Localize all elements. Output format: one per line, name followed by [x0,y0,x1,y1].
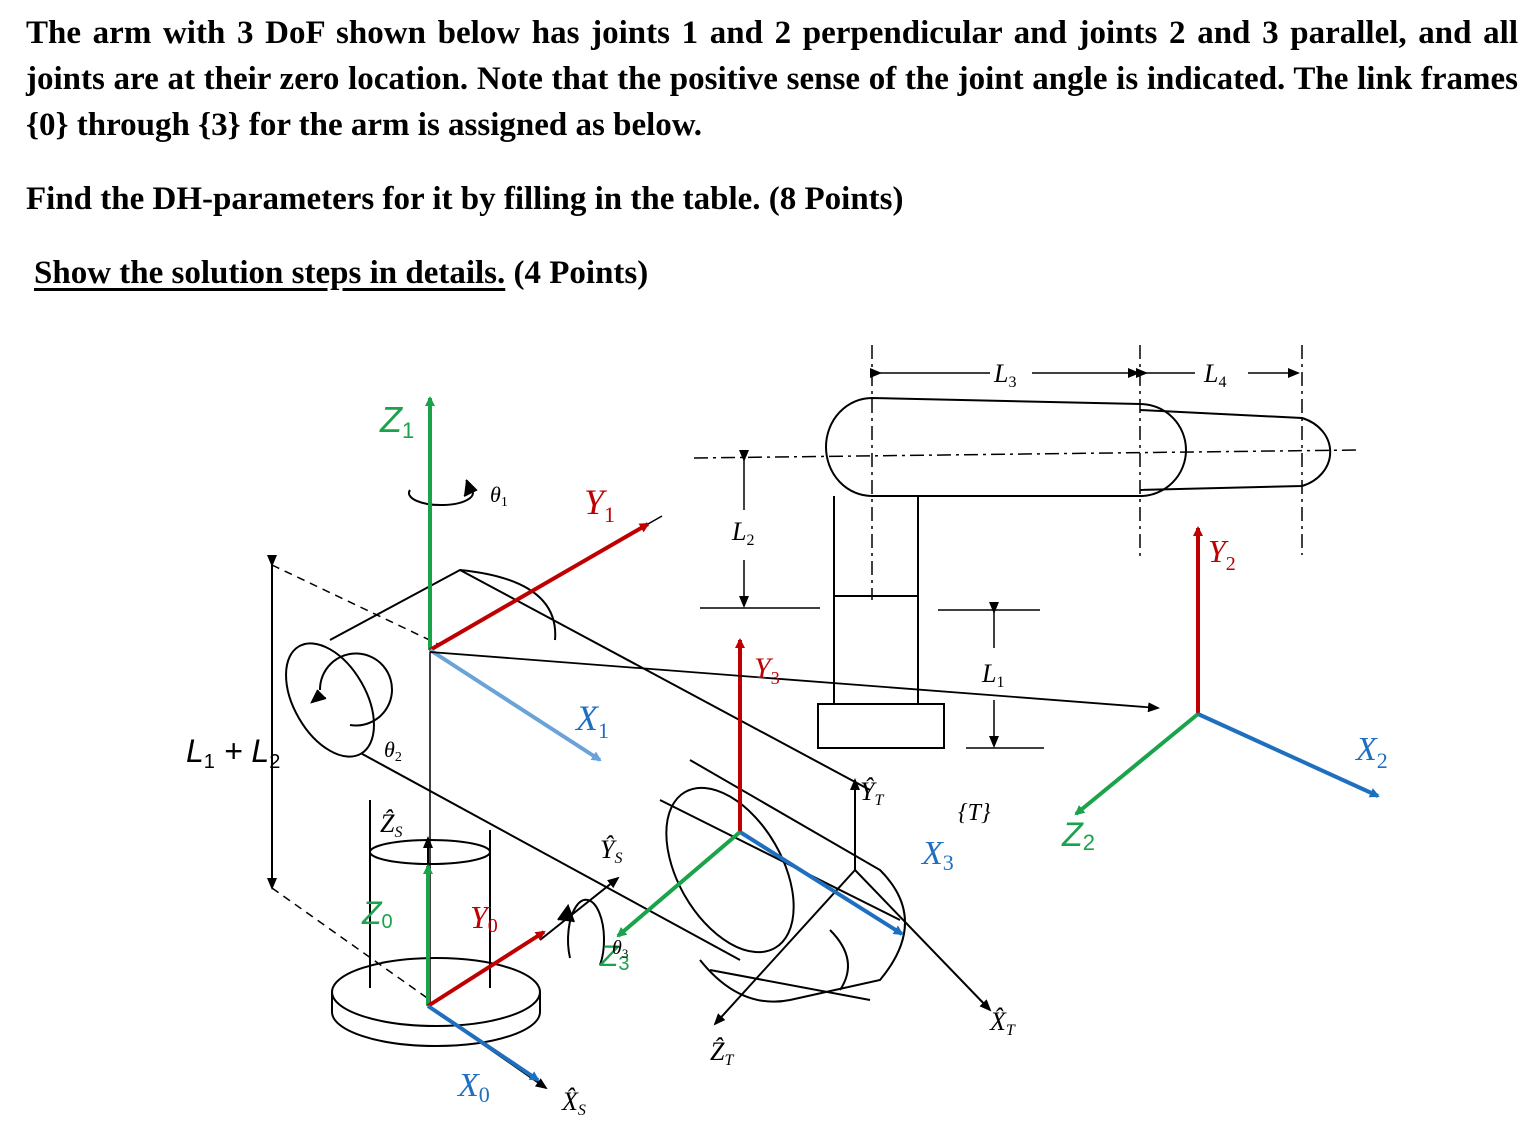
x1-axis [428,648,602,762]
label-y3: Y3 [754,652,780,688]
frame-2-axes [1074,526,1380,816]
label-ys: ŶS [600,835,622,867]
label-x1: X1 [574,698,609,743]
frame-2-pointer-arrow [429,651,1160,713]
label-z1: Z1 [379,399,414,443]
frame-1-axes [425,396,663,762]
label-yt: ŶT [860,777,884,809]
frame-3-axes [616,638,904,938]
label-theta1: θ1 [490,482,508,510]
x3-axis [738,830,904,936]
label-y1: Y1 [584,482,615,527]
steps-underlined: Show the solution steps in details. [34,255,506,291]
question-intro: The arm with 3 DoF shown below has joint… [26,15,1518,143]
frame-t-axes [713,778,992,1026]
label-xt: X̂T [989,1007,1016,1039]
dimension-l1-l2 [267,555,441,1001]
label-y0: Y0 [470,899,498,937]
frame-0-axes [423,864,546,1082]
label-z2: Z2 [1061,816,1095,855]
label-l4: L4 [1203,359,1226,391]
label-zt: ẐT [710,1037,734,1069]
side-view-line-art [817,396,1332,749]
question-steps: Show the solution steps in details. (4 P… [34,250,1526,296]
y1-axis [428,522,650,652]
label-x3: X3 [920,835,954,875]
label-theta2: θ2 [384,737,402,765]
label-y2: Y2 [1208,533,1236,575]
label-frame-t: {T} [958,800,991,826]
label-l3: L3 [993,359,1016,391]
label-l1: L1 [981,659,1004,691]
label-xs: X̂S [561,1087,586,1119]
question-task: Find the DH-parameters for it by filling… [26,181,904,217]
y0-axis [426,930,546,1008]
label-l1-plus-l2: L1 + L2 [186,733,280,773]
label-theta3: θ3 [612,937,628,961]
label-x2: X2 [1354,731,1388,773]
y1-extension [647,515,663,525]
label-z0: Z0 [361,895,393,933]
z2-axis [1074,712,1200,816]
steps-points: (4 Points) [505,255,649,291]
z3-axis [616,830,742,938]
side-view-dimensions [700,368,1300,749]
x0-axis [426,1004,540,1082]
label-l2: L2 [731,517,754,549]
label-z3: Z3 [599,940,629,975]
x2-axis [1197,712,1380,798]
label-zs: ẐS [380,809,402,841]
side-view-centerlines [693,345,1359,600]
figure-labels: Z1 θ1 Y1 X1 L1 + L2 θ2 ẐS Z0 Y0 ŶS Z3 θ3… [186,359,1388,1119]
robot-line-art [285,479,906,1047]
label-x0: X0 [456,1067,490,1107]
